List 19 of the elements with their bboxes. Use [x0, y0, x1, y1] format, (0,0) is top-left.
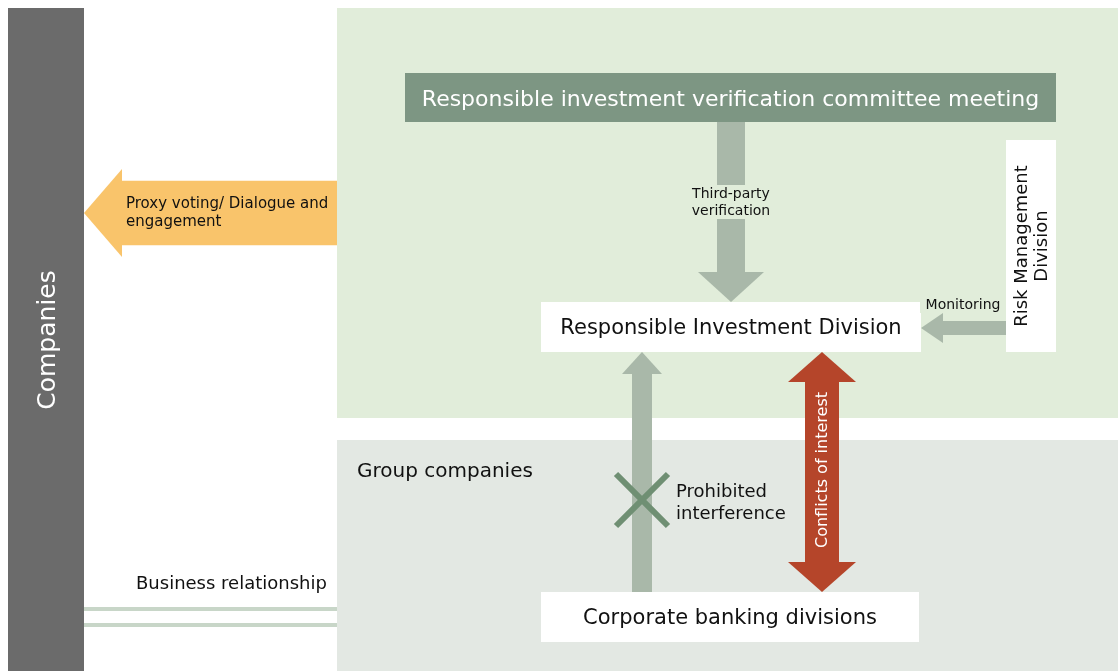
edge-label: Proxy voting/ Dialogue and engagement — [126, 194, 330, 230]
monitoring-arrow — [921, 313, 1006, 343]
division-box — [541, 302, 921, 352]
node-label: Responsible Investment Division — [559, 315, 903, 339]
division-box — [1006, 140, 1056, 352]
double-line — [82, 607, 339, 627]
node-label: Companies — [32, 268, 60, 412]
node-label: Corporate banking divisions — [582, 605, 878, 629]
node-label: Group companies — [357, 458, 533, 482]
node-label: Risk Management Division — [1011, 164, 1051, 329]
side-band — [8, 8, 84, 671]
verification-arrow — [698, 122, 764, 302]
edge-label: Conflicts of interest — [812, 391, 832, 550]
division-box — [541, 592, 919, 642]
double-headed-arrow — [788, 352, 856, 592]
upward-arrow — [622, 352, 662, 592]
node-label: Responsible investment verification committee meeting — [420, 85, 1041, 110]
committee-box — [405, 73, 1056, 122]
block-arrow — [84, 169, 337, 257]
